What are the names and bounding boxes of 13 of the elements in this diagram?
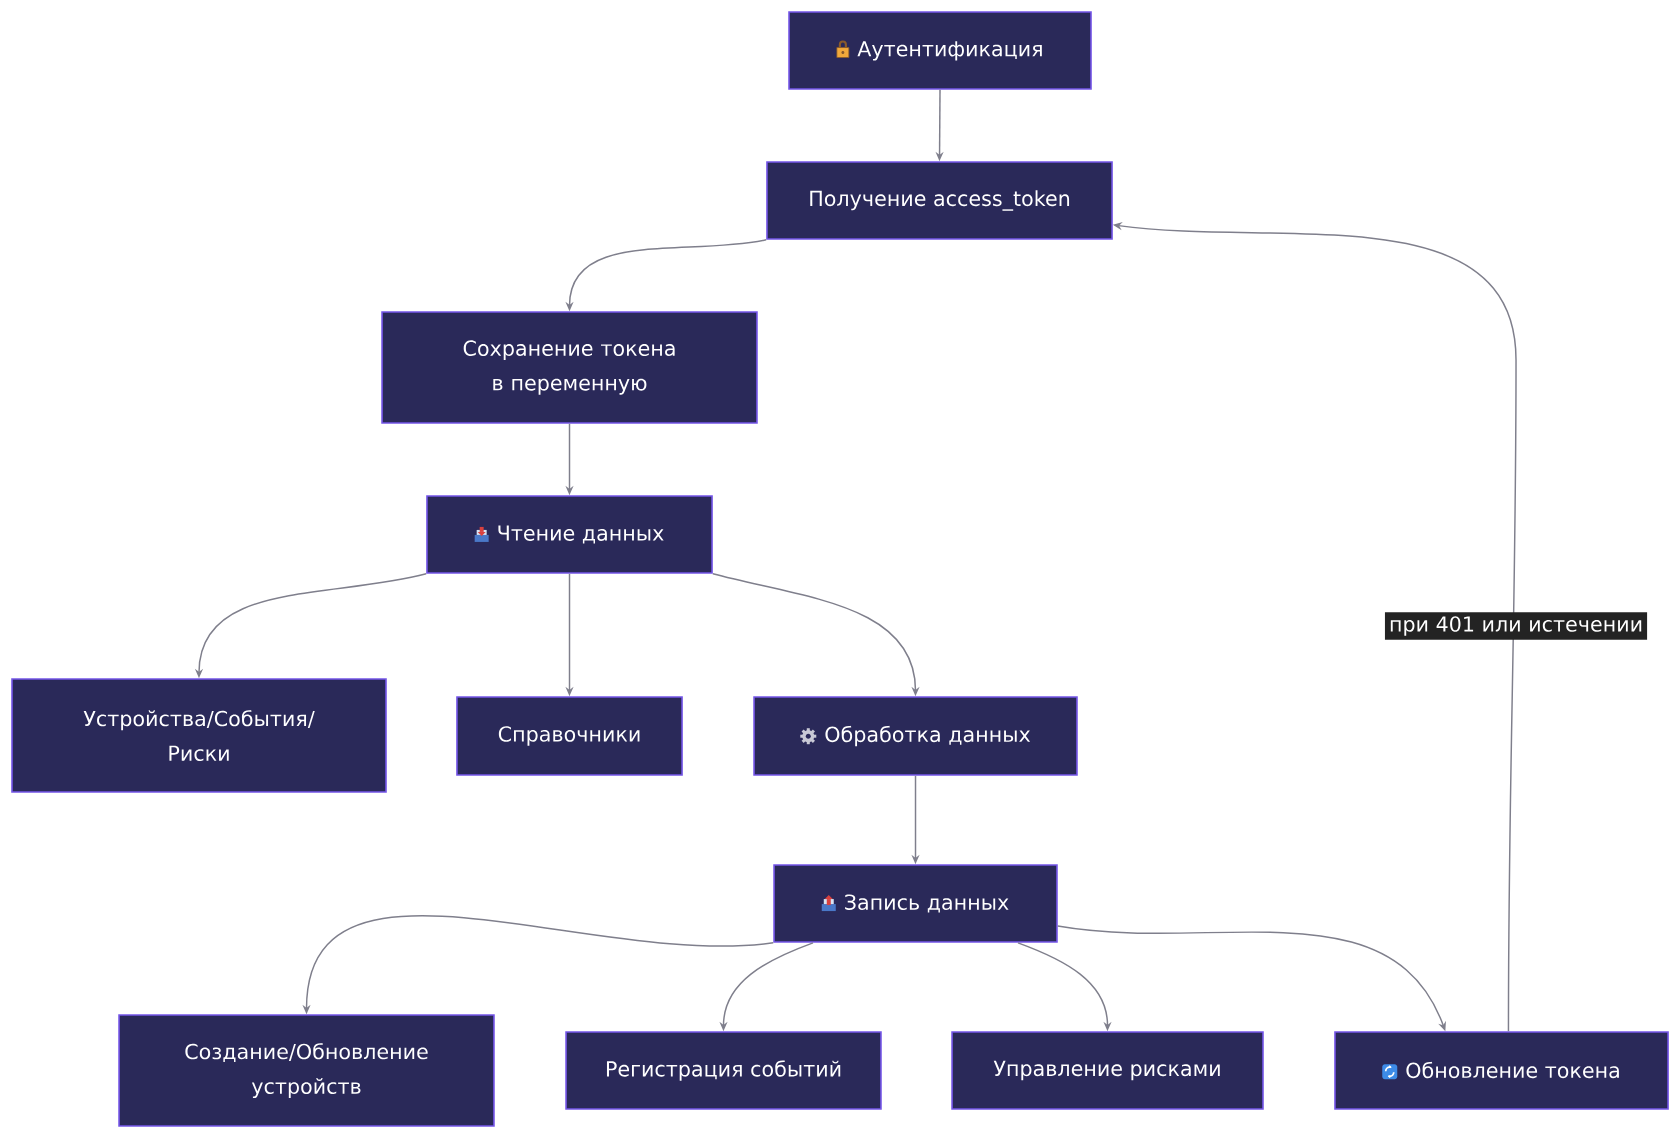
process-box: Управление рисками <box>951 1031 1264 1110</box>
process-box: Сохранение токена в переменную <box>381 311 758 424</box>
process-box: Обновление токена <box>1334 1031 1669 1110</box>
process-box: Справочники <box>456 696 683 776</box>
process-box: Запись данных <box>773 864 1058 943</box>
process-box: Чтение данных <box>426 495 713 574</box>
process-box: Обработка данных <box>753 696 1078 776</box>
process-box: Создание/Обновление устройств <box>118 1014 495 1127</box>
edge-label: при 401 или истечении <box>1384 612 1648 640</box>
process-box: Регистрация событий <box>565 1031 882 1110</box>
process-box: Аутентификация <box>788 11 1092 90</box>
process-box: Устройства/События/ Риски <box>11 678 387 793</box>
process-box: Получение access_token <box>766 161 1113 240</box>
